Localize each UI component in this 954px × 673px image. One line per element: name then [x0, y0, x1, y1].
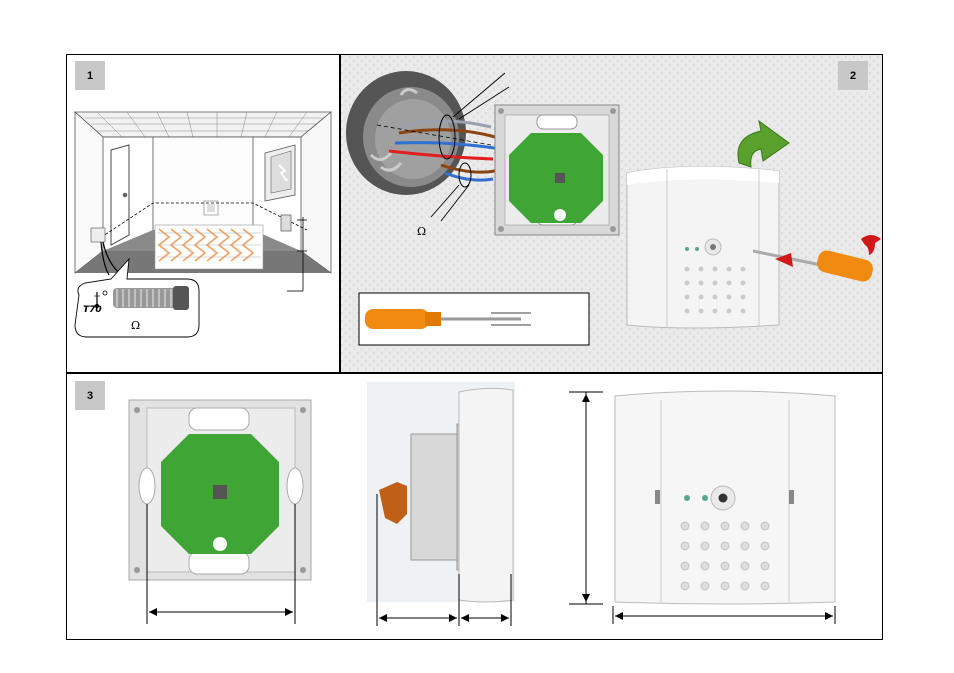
panel-1-room-installation: 1 — [67, 55, 340, 373]
wiring-illustration — [341, 55, 882, 372]
mounting-frame — [495, 105, 619, 235]
dimension-drawings — [67, 374, 882, 639]
panel-2-wiring-assembly: 2 Ω — [341, 55, 882, 372]
temperature-rating-label: T70 — [83, 305, 102, 315]
resistance-symbol-panel2: Ω — [417, 225, 426, 238]
resistance-symbol-panel1: Ω — [131, 319, 140, 332]
panel-3-dimensions: 3 — [67, 374, 882, 639]
panel-2-number-badge: 2 — [838, 61, 868, 90]
conduit-tube — [113, 286, 189, 310]
screwdriver-spec-box — [359, 293, 589, 345]
device-cover — [627, 166, 779, 328]
room-illustration — [67, 55, 340, 373]
insert-front-view — [129, 400, 311, 624]
cover-front-view — [569, 391, 835, 624]
panel-3-number-badge-overlay: 3 — [75, 381, 105, 410]
device-side-view — [367, 382, 515, 626]
